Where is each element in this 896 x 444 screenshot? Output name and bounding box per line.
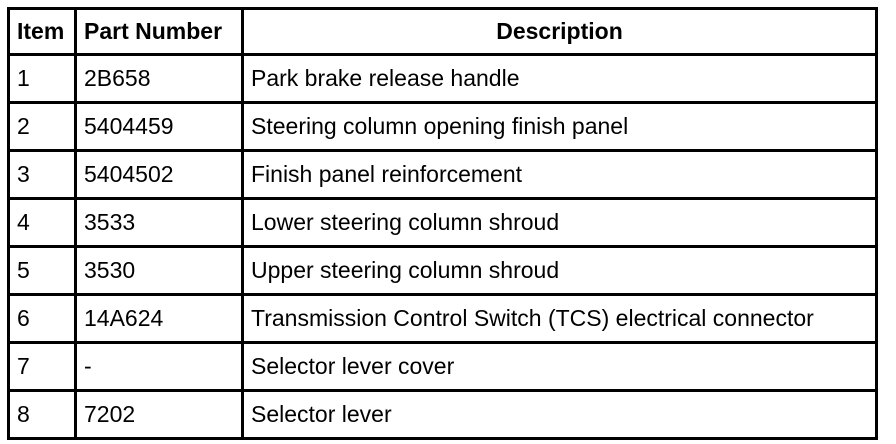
table-row: 1 2B658 Park brake release handle bbox=[7, 53, 878, 104]
cell-part-number: 5404502 bbox=[74, 149, 244, 200]
cell-description: Transmission Control Switch (TCS) electr… bbox=[241, 293, 878, 344]
cell-description: Lower steering column shroud bbox=[241, 197, 878, 248]
table-row: 5 3530 Upper steering column shroud bbox=[7, 245, 878, 296]
cell-description: Selector lever cover bbox=[241, 341, 878, 392]
cell-item: 4 bbox=[7, 197, 77, 248]
cell-part-number: 14A624 bbox=[74, 293, 244, 344]
cell-part-number: 3530 bbox=[74, 245, 244, 296]
cell-description: Park brake release handle bbox=[241, 53, 878, 104]
table-body: 1 2B658 Park brake release handle 2 5404… bbox=[7, 53, 878, 440]
cell-description: Steering column opening finish panel bbox=[241, 101, 878, 152]
cell-part-number: 2B658 bbox=[74, 53, 244, 104]
cell-description: Finish panel reinforcement bbox=[241, 149, 878, 200]
header-part-number: Part Number bbox=[74, 7, 244, 56]
cell-description: Selector lever bbox=[241, 389, 878, 440]
header-description: Description bbox=[241, 7, 878, 56]
cell-part-number: 5404459 bbox=[74, 101, 244, 152]
cell-description: Upper steering column shroud bbox=[241, 245, 878, 296]
table-row: 3 5404502 Finish panel reinforcement bbox=[7, 149, 878, 200]
cell-item: 5 bbox=[7, 245, 77, 296]
table-row: 6 14A624 Transmission Control Switch (TC… bbox=[7, 293, 878, 344]
cell-part-number: 7202 bbox=[74, 389, 244, 440]
table-row: 7 - Selector lever cover bbox=[7, 341, 878, 392]
cell-item: 3 bbox=[7, 149, 77, 200]
table-row: 2 5404459 Steering column opening finish… bbox=[7, 101, 878, 152]
cell-item: 1 bbox=[7, 53, 77, 104]
cell-part-number: - bbox=[74, 341, 244, 392]
header-item: Item bbox=[7, 7, 77, 56]
header-row: Item Part Number Description bbox=[7, 7, 878, 56]
parts-table: Item Part Number Description 1 2B658 Par… bbox=[7, 7, 878, 440]
cell-item: 8 bbox=[7, 389, 77, 440]
cell-item: 7 bbox=[7, 341, 77, 392]
cell-item: 2 bbox=[7, 101, 77, 152]
table-row: 8 7202 Selector lever bbox=[7, 389, 878, 440]
cell-part-number: 3533 bbox=[74, 197, 244, 248]
table-row: 4 3533 Lower steering column shroud bbox=[7, 197, 878, 248]
cell-item: 6 bbox=[7, 293, 77, 344]
table-header: Item Part Number Description bbox=[7, 7, 878, 56]
